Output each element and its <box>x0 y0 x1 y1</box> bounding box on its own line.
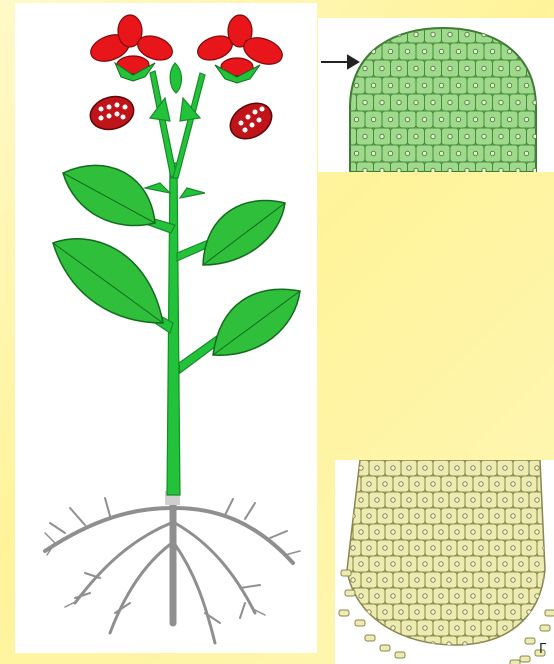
plant-illustration <box>15 3 317 653</box>
leaf-upper-left <box>63 165 155 225</box>
flower-left <box>87 15 176 74</box>
flower-right <box>194 15 286 76</box>
root-apex-panel <box>335 460 554 664</box>
leaf-lower-left <box>53 239 163 323</box>
arrow-right-icon <box>321 56 358 68</box>
panel-label: Г <box>539 642 547 657</box>
root-apex-cells <box>335 460 554 664</box>
shoot-apex-cells <box>318 18 554 172</box>
shoot-apex-panel <box>318 18 554 172</box>
root-system <box>45 495 300 643</box>
plant-diagram-panel <box>15 3 317 653</box>
